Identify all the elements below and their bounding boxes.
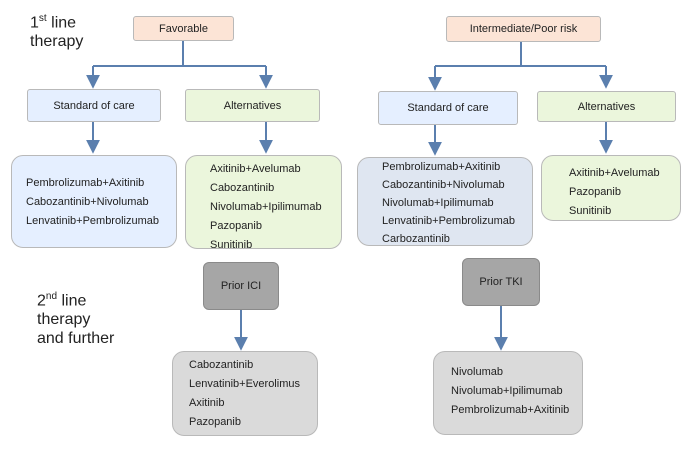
left-standard-of-care-box: Standard of care (27, 89, 161, 122)
right-alternatives-list: Axitinib+Avelumab Pazopanib Sunitinib (541, 155, 681, 221)
list-item: Pembrolizumab+Axitinib (26, 177, 145, 189)
left-alternatives-box: Alternatives (185, 89, 320, 122)
right-standard-of-care-box: Standard of care (378, 91, 518, 125)
list-item: Cabozantinib (189, 359, 254, 371)
list-item: Sunitinib (569, 205, 612, 217)
list-item: Pazopanib (210, 220, 262, 232)
connector-favorable-split (93, 40, 266, 67)
list-item: Cabozantinib+Nivolumab (382, 179, 505, 191)
list-item: Axitinib (189, 397, 225, 409)
first-line-therapy-label: 1st line therapy (30, 13, 84, 51)
list-item: Nivolumab+Ipilimumab (382, 197, 494, 209)
prior-ici-box: Prior ICI (203, 262, 279, 310)
list-item: Axitinib+Avelumab (569, 167, 660, 179)
list-item: Lenvatinib+Pembrolizumab (382, 215, 515, 227)
list-item: Pembrolizumab+Axitinib (451, 404, 570, 416)
favorable-risk-box: Favorable (133, 16, 234, 41)
prior-tki-box: Prior TKI (462, 258, 540, 306)
list-item: Carbozantinib (382, 233, 450, 245)
list-item: Axitinib+Avelumab (210, 163, 301, 175)
right-standard-of-care-list: Pembrolizumab+Axitinib Cabozantinib+Nivo… (357, 157, 533, 246)
left-second-line-list: Cabozantinib Lenvatinib+Everolimus Axiti… (172, 351, 318, 436)
list-item: Cabozantinib (210, 182, 275, 194)
left-alternatives-list: Axitinib+Avelumab Cabozantinib Nivolumab… (185, 155, 342, 251)
left-standard-of-care-list: Pembrolizumab+Axitinib Cabozantinib+Nivo… (11, 155, 177, 248)
second-line-therapy-label: 2nd line therapy and further (37, 291, 115, 348)
list-item: Pazopanib (569, 186, 621, 198)
list-item: Cabozantinib+Nivolumab (26, 196, 149, 208)
list-item: Sunitinib (210, 239, 253, 251)
list-item: Pazopanib (189, 416, 241, 428)
intermediate-poor-risk-box: Intermediate/Poor risk (446, 16, 601, 42)
list-item: Nivolumab+Ipilimumab (451, 385, 563, 397)
list-item: Lenvatinib+Everolimus (189, 378, 300, 390)
right-second-line-list: Nivolumab Nivolumab+Ipilimumab Pembroliz… (433, 351, 583, 435)
connector-intermediate-split (435, 42, 606, 67)
right-alternatives-box: Alternatives (537, 91, 676, 122)
list-item: Lenvatinib+Pembrolizumab (26, 215, 159, 227)
list-item: Nivolumab+Ipilimumab (210, 201, 322, 213)
list-item: Nivolumab (451, 366, 503, 378)
list-item: Pembrolizumab+Axitinib (382, 161, 501, 173)
